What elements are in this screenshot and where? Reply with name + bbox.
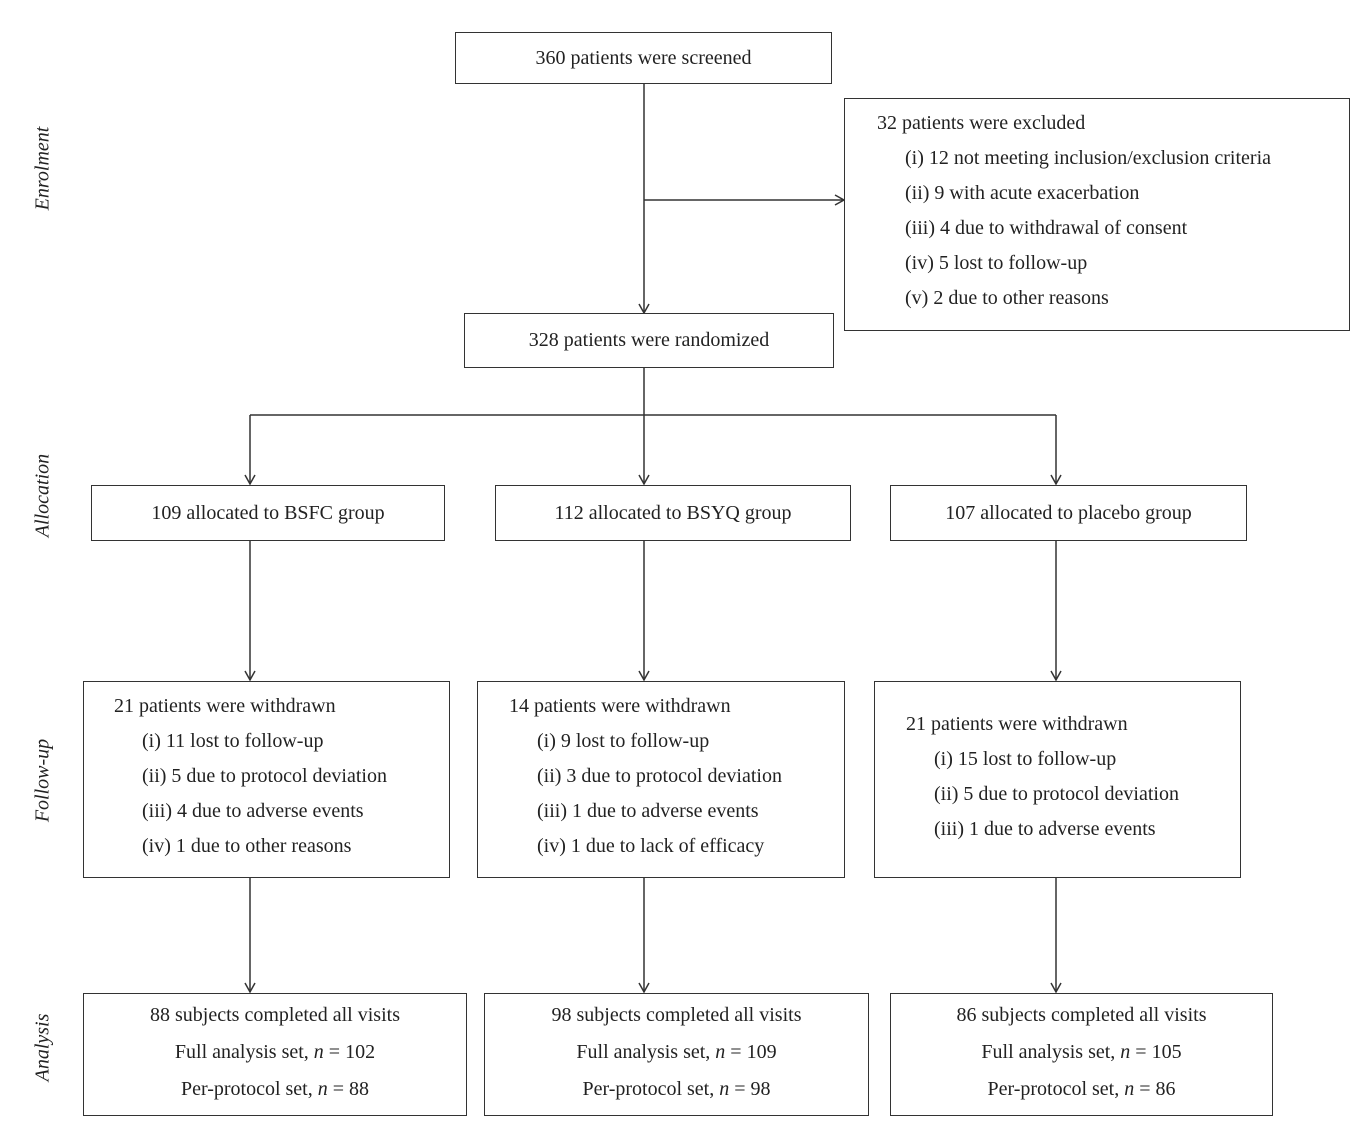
- withdrawn-item: (iv) 1 due to other reasons: [142, 835, 352, 857]
- withdrawn-bsyq-box: 14 patients were withdrawn (i) 9 lost to…: [477, 681, 845, 878]
- screened-box: 360 patients were screened: [455, 32, 832, 84]
- allocated-bsyq-text: 112 allocated to BSYQ group: [554, 501, 792, 524]
- withdrawn-item: (iv) 1 due to lack of efficacy: [537, 835, 765, 857]
- pps-n: 98: [750, 1078, 771, 1100]
- full-analysis-set: Full analysis set, n = 105: [891, 1034, 1272, 1071]
- withdrawn-bsfc-title: 21 patients were withdrawn: [114, 695, 336, 717]
- stage-label-followup: Follow-up: [31, 738, 54, 823]
- withdrawn-item: (ii) 5 due to protocol deviation: [142, 765, 387, 787]
- withdrawn-placebo-box: 21 patients were withdrawn (i) 15 lost t…: [874, 681, 1241, 878]
- equals-sign: =: [1130, 1041, 1152, 1063]
- excluded-box: 32 patients were excluded (i) 12 not mee…: [844, 98, 1350, 331]
- withdrawn-item: (i) 15 lost to follow-up: [934, 748, 1117, 770]
- withdrawn-bsyq-title: 14 patients were withdrawn: [509, 695, 731, 717]
- withdrawn-item: (iii) 4 due to adverse events: [142, 800, 364, 822]
- allocated-bsfc-box: 109 allocated to BSFC group: [91, 485, 445, 541]
- n-symbol: n: [317, 1078, 328, 1100]
- withdrawn-item: (i) 9 lost to follow-up: [537, 730, 710, 752]
- excluded-item: (v) 2 due to other reasons: [905, 287, 1109, 309]
- stage-label-enrolment: Enrolment: [31, 126, 54, 211]
- equals-sign: =: [323, 1041, 346, 1063]
- fas-label: Full analysis set,: [576, 1041, 716, 1063]
- pps-label: Per-protocol set,: [582, 1078, 720, 1100]
- stage-label-analysis: Analysis: [31, 1013, 54, 1082]
- analysis-bsyq-box: 98 subjects completed all visits Full an…: [484, 993, 869, 1116]
- stage-label-allocation: Allocation: [31, 453, 54, 538]
- per-protocol-set: Per-protocol set, n = 98: [485, 1071, 868, 1108]
- allocated-bsfc-text: 109 allocated to BSFC group: [151, 501, 385, 524]
- equals-sign: =: [327, 1078, 350, 1100]
- pps-label: Per-protocol set,: [987, 1078, 1125, 1100]
- excluded-item: (i) 12 not meeting inclusion/exclusion c…: [905, 147, 1272, 169]
- equals-sign: =: [725, 1041, 747, 1063]
- n-symbol: n: [719, 1078, 730, 1100]
- equals-sign: =: [729, 1078, 751, 1100]
- screened-text: 360 patients were screened: [535, 46, 752, 69]
- completed-text: 86 subjects completed all visits: [956, 1004, 1207, 1026]
- pps-n: 88: [349, 1078, 370, 1100]
- excluded-item: (iii) 4 due to withdrawal of consent: [905, 217, 1188, 239]
- completed-text: 98 subjects completed all visits: [551, 1004, 802, 1026]
- fas-n: 105: [1151, 1041, 1182, 1063]
- allocated-bsyq-box: 112 allocated to BSYQ group: [495, 485, 851, 541]
- equals-sign: =: [1134, 1078, 1156, 1100]
- withdrawn-placebo-title: 21 patients were withdrawn: [906, 713, 1128, 735]
- full-analysis-set: Full analysis set, n = 109: [485, 1034, 868, 1071]
- withdrawn-bsfc-box: 21 patients were withdrawn (i) 11 lost t…: [83, 681, 450, 878]
- n-symbol: n: [1124, 1078, 1135, 1100]
- pps-n: 86: [1155, 1078, 1176, 1100]
- excluded-item: (iv) 5 lost to follow-up: [905, 252, 1088, 274]
- fas-n: 109: [746, 1041, 777, 1063]
- withdrawn-item: (ii) 3 due to protocol deviation: [537, 765, 782, 787]
- withdrawn-item: (iii) 1 due to adverse events: [934, 818, 1156, 840]
- fas-label: Full analysis set,: [174, 1041, 314, 1063]
- analysis-placebo-box: 86 subjects completed all visits Full an…: [890, 993, 1273, 1116]
- pps-label: Per-protocol set,: [180, 1078, 318, 1100]
- randomized-box: 328 patients were randomized: [464, 313, 834, 368]
- randomized-text: 328 patients were randomized: [528, 329, 770, 351]
- withdrawn-item: (iii) 1 due to adverse events: [537, 800, 759, 822]
- excluded-item: (ii) 9 with acute exacerbation: [905, 182, 1140, 204]
- withdrawn-item: (ii) 5 due to protocol deviation: [934, 783, 1179, 805]
- full-analysis-set: Full analysis set, n = 102: [84, 1034, 466, 1071]
- n-symbol: n: [313, 1041, 324, 1063]
- excluded-title: 32 patients were excluded: [877, 112, 1086, 134]
- n-symbol: n: [1120, 1041, 1131, 1063]
- allocated-placebo-box: 107 allocated to placebo group: [890, 485, 1247, 541]
- fas-n: 102: [345, 1041, 376, 1063]
- withdrawn-item: (i) 11 lost to follow-up: [142, 730, 324, 752]
- analysis-bsfc-box: 88 subjects completed all visits Full an…: [83, 993, 467, 1116]
- n-symbol: n: [715, 1041, 726, 1063]
- fas-label: Full analysis set,: [981, 1041, 1121, 1063]
- per-protocol-set: Per-protocol set, n = 88: [84, 1071, 466, 1108]
- completed-text: 88 subjects completed all visits: [150, 1004, 400, 1026]
- allocated-placebo-text: 107 allocated to placebo group: [945, 501, 1192, 524]
- per-protocol-set: Per-protocol set, n = 86: [891, 1071, 1272, 1108]
